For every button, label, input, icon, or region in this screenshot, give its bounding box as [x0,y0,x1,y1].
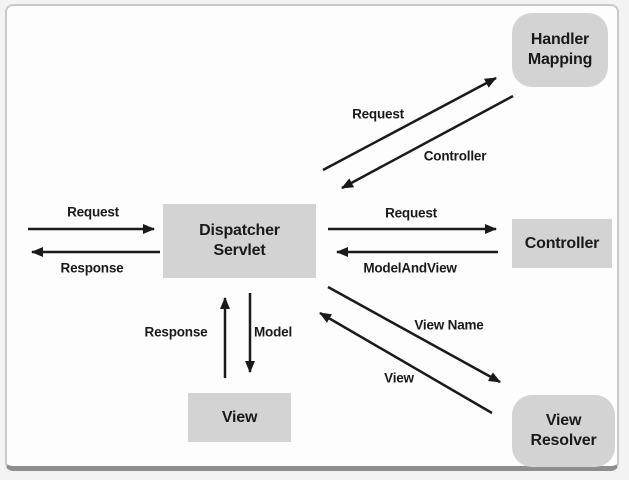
view-resolver-node: View Resolver [512,395,615,467]
view-resolver-label-line1: View [545,412,582,429]
handler-mapping-controller-edge-label: Controller [423,148,487,164]
handler-mapping-node: Handler Mapping [512,13,608,87]
view-node: View [188,393,291,442]
dispatcher-servlet-label-line2: Servlet [213,242,266,259]
handler-mapping-label-line2: Mapping [527,51,593,68]
arrow-handler-mapping-controller-to-dispatcher [341,94,514,190]
view-label: View [221,408,258,426]
client-response-edge-label: Response [60,260,124,276]
dispatcher-servlet-node: Dispatcher Servlet [163,204,316,278]
view-resolver-viewname-edge-label: View Name [414,317,484,333]
controller-label: Controller [524,234,600,252]
controller-modelandview-edge-label: ModelAndView [363,260,457,276]
controller-node: Controller [512,219,612,268]
arrow-dispatcher-viewname-to-view-resolver [327,285,501,384]
dispatcher-servlet-label-line1: Dispatcher [199,222,280,239]
view-resolver-view-edge-label: View [384,370,414,386]
view-model-edge-label: Model [254,324,292,340]
controller-request-edge-label: Request [385,205,437,221]
view-resolver-label-line2: Resolver [530,432,597,449]
arrow-view-resolver-view-to-dispatcher [319,311,493,415]
arrow-dispatcher-request-to-handler-mapping [322,76,497,172]
view-response-edge-label: Response [144,324,208,340]
handler-mapping-request-edge-label: Request [352,106,404,122]
handler-mapping-label-line1: Handler [530,31,590,48]
client-request-edge-label: Request [67,204,119,220]
